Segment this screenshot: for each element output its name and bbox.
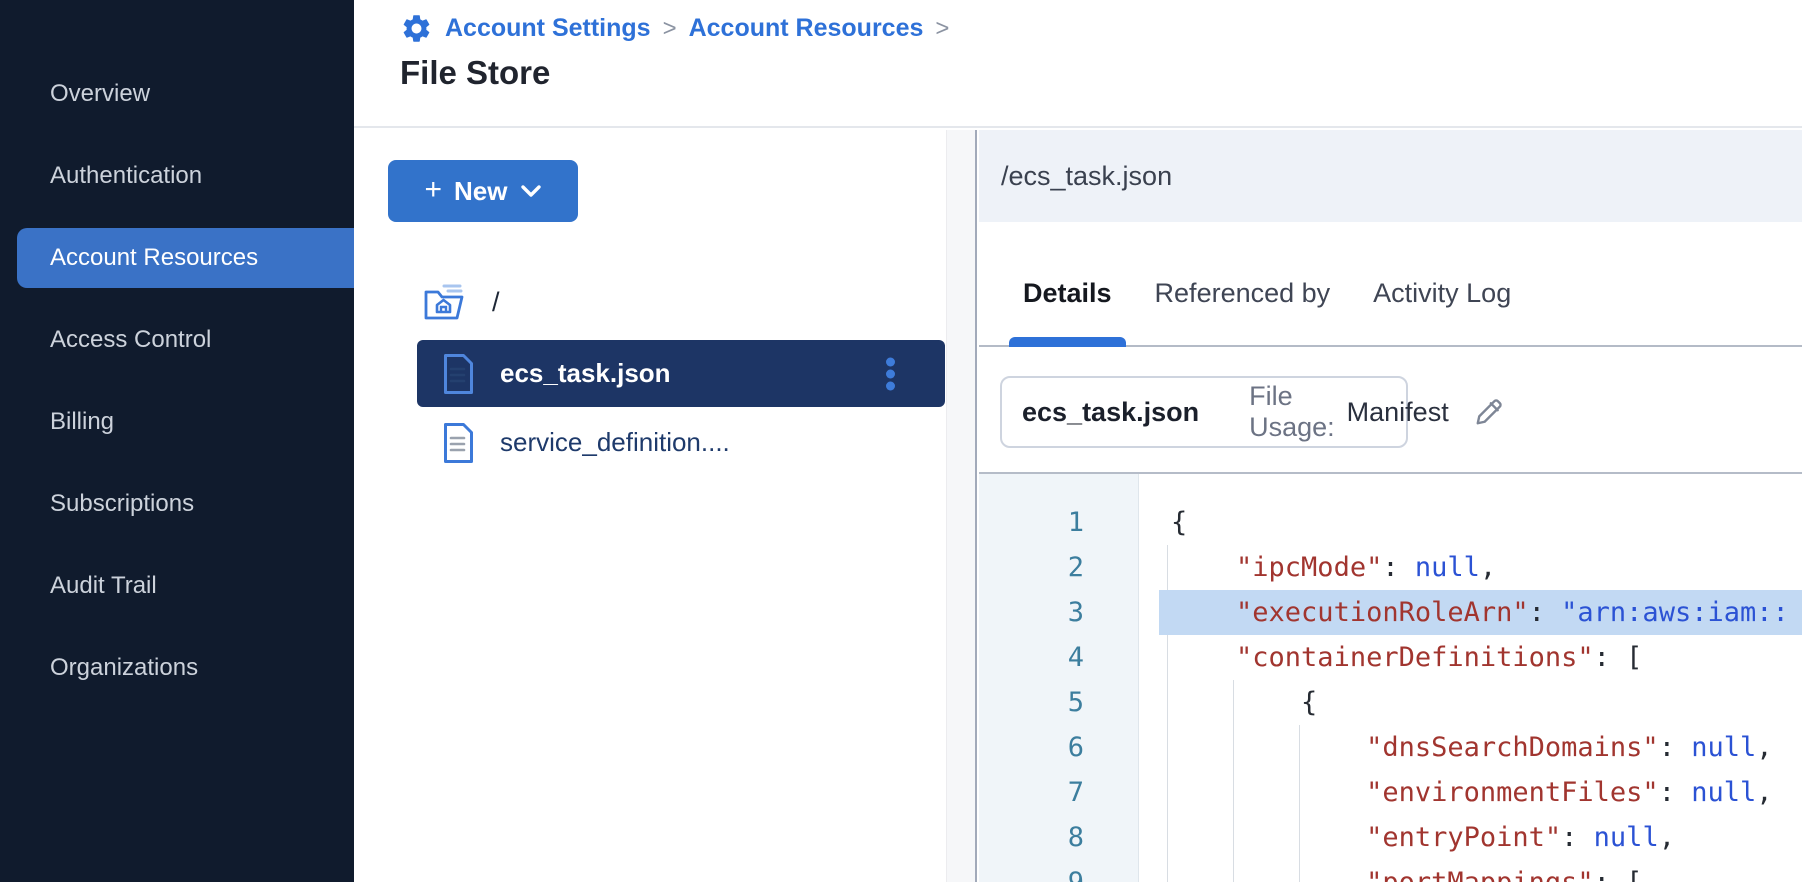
home-folder-icon [424, 284, 464, 320]
code-line-content: { [1171, 507, 1188, 538]
file-usage-label: File Usage: [1249, 381, 1335, 442]
line-number: 6 [1067, 732, 1084, 763]
indent-guide [1167, 545, 1168, 590]
sidebar-item-billing[interactable]: Billing [50, 408, 115, 435]
code-line-6: 6 "dnsSearchDomains": null, [979, 725, 1802, 770]
indent-guide [1299, 770, 1300, 815]
file-row-service-definition[interactable]: service_definition.... [417, 409, 945, 476]
line-number-gutter [979, 474, 1139, 882]
indent-guide [1299, 815, 1300, 860]
indent-guide [1299, 725, 1300, 770]
code-line-content: { [1159, 680, 1802, 725]
kebab-menu-icon[interactable] [882, 353, 899, 394]
indent-guide [1233, 860, 1234, 882]
line-number: 9 [979, 860, 1139, 882]
edit-usage-button[interactable] [1471, 394, 1507, 430]
code-line-content: "ipcMode": null, [1159, 545, 1802, 590]
code-line-content: "dnsSearchDomains": null, [1159, 725, 1802, 770]
breadcrumb-separator: > [935, 14, 950, 42]
sidebar-item-access-control[interactable]: Access Control [50, 326, 212, 353]
tab-activity-log[interactable]: Activity Log [1373, 278, 1512, 308]
breadcrumb-separator: > [662, 14, 677, 42]
page-header: Account Settings > Account Resources > F… [354, 0, 1802, 128]
file-row-label: ecs_task.json [500, 358, 671, 388]
indent-guide [1167, 680, 1168, 725]
active-tab-underline [1009, 337, 1126, 347]
root-folder-row[interactable]: / [422, 282, 500, 322]
indent-guide [1167, 770, 1168, 815]
document-icon [444, 422, 473, 463]
line-number: 3 [1067, 597, 1084, 628]
file-store-panel: + New / ecs_task.json service_definition.… [354, 130, 946, 882]
indent-guide [1167, 635, 1168, 680]
root-folder-label: / [492, 286, 500, 317]
code-line-4: 4 "containerDefinitions": [ [979, 635, 1802, 680]
indent-guide [1233, 725, 1234, 770]
code-line-9: 9 "portMappings": [ [979, 860, 1802, 882]
sidebar-item-overview[interactable]: Overview [50, 80, 151, 107]
code-line-content: "containerDefinitions": [ [1159, 635, 1802, 680]
line-number: 5 [1067, 687, 1084, 718]
indent-guide [1167, 815, 1168, 860]
indent-guide [1167, 725, 1168, 770]
code-line-5: 5 { [979, 680, 1802, 725]
new-button[interactable]: + New [388, 160, 578, 222]
file-row-ecs-task-json[interactable]: ecs_task.json [417, 340, 945, 407]
code-line-3: 3 "executionRoleArn": "arn:aws:iam:: [979, 590, 1802, 635]
indent-guide [1233, 680, 1234, 725]
code-line-content: "entryPoint": null, [1159, 815, 1802, 860]
breadcrumb-link-account-resources[interactable]: Account Resources [688, 14, 924, 42]
file-usage-value: Manifest [1346, 396, 1449, 427]
file-path: /ecs_task.json [1001, 160, 1173, 191]
breadcrumb: Account Settings > Account Resources > [400, 12, 1802, 45]
sidebar-item-organizations[interactable]: Organizations [50, 654, 199, 681]
page-title: File Store [400, 54, 551, 91]
file-info-card: ecs_task.json File Usage: Manifest [1000, 376, 1502, 448]
gear-icon [403, 15, 430, 42]
file-details-panel: /ecs_task.json Details Referenced by Activ… [979, 130, 1802, 882]
tab-referenced-by[interactable]: Referenced by [1154, 278, 1331, 308]
plus-icon: + [424, 172, 443, 206]
pencil-icon [1476, 399, 1502, 425]
code-line-1: 1{ [979, 500, 1802, 545]
code-line-7: 7 "environmentFiles": null, [979, 770, 1802, 815]
tab-details[interactable]: Details [1009, 278, 1126, 347]
sidebar-item-subscriptions[interactable]: Subscriptions [50, 490, 195, 517]
code-line-2: 2 "ipcMode": null, [979, 545, 1802, 590]
indent-guide [1233, 770, 1234, 815]
indent-guide [1167, 860, 1168, 882]
indent-guide [1233, 815, 1234, 860]
file-name: ecs_task.json [1022, 396, 1200, 427]
new-button-label: New [454, 175, 508, 206]
line-number: 4 [1067, 642, 1084, 673]
code-line-content: "environmentFiles": null, [1159, 770, 1802, 815]
code-line-content-highlighted: "executionRoleArn": "arn:aws:iam:: [1159, 590, 1802, 635]
panel-scrollbar-track[interactable] [946, 130, 977, 882]
chevron-down-icon [520, 185, 541, 197]
code-lines: 1{2 "ipcMode": null,3 "executionRoleArn"… [979, 474, 1802, 882]
file-list: ecs_task.json service_definition.... [417, 340, 945, 478]
sidebar-item-audit-trail[interactable]: Audit Trail [50, 572, 157, 599]
file-row-label: service_definition.... [500, 427, 730, 457]
details-tabs: Details Referenced by Activity Log [979, 222, 1802, 347]
code-line-content: "portMappings": [ [1159, 860, 1802, 882]
indent-guide [1299, 860, 1300, 882]
sidebar-item-account-resources[interactable]: Account Resources [17, 228, 354, 288]
line-number: 2 [1067, 552, 1084, 583]
file-path-header: /ecs_task.json [979, 130, 1802, 222]
sidebar-item-authentication[interactable]: Authentication [50, 162, 203, 189]
line-number: 8 [1067, 822, 1084, 853]
breadcrumb-link-account-settings[interactable]: Account Settings [445, 14, 651, 42]
line-number: 7 [1067, 777, 1084, 808]
document-icon [444, 353, 473, 394]
code-line-8: 8 "entryPoint": null, [979, 815, 1802, 860]
code-viewer: 1{2 "ipcMode": null,3 "executionRoleArn"… [979, 472, 1802, 882]
line-number: 1 [1067, 507, 1084, 538]
